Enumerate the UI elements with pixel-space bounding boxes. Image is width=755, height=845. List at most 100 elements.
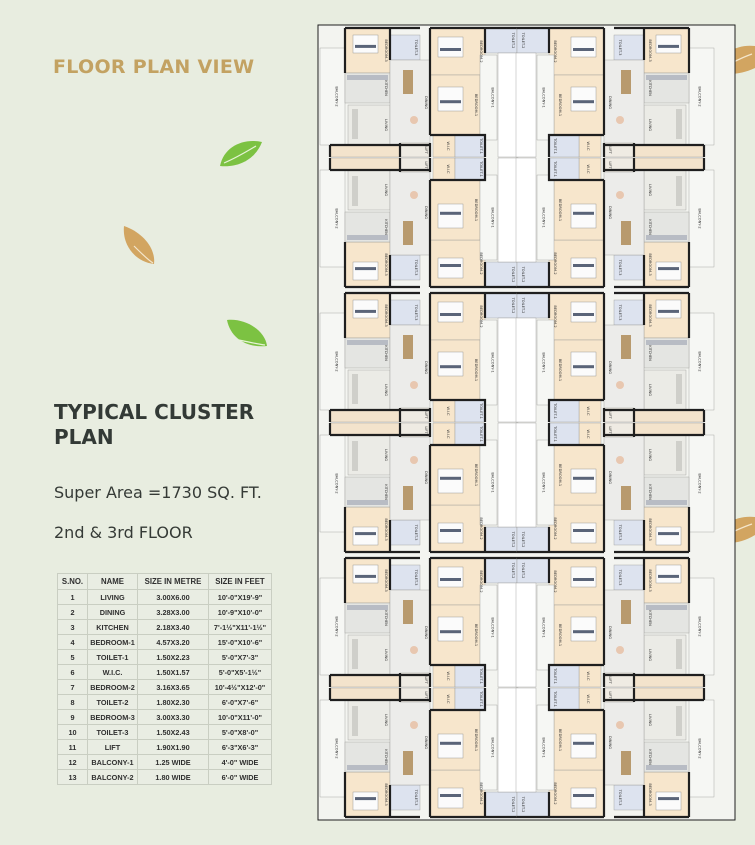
- sofa-icon: [352, 639, 358, 669]
- room-label: TOILET-2: [521, 796, 525, 813]
- bed-blanket: [440, 741, 461, 745]
- wall: [328, 688, 517, 819]
- cell-metre: 1.80 WIDE: [137, 769, 209, 785]
- bed-blanket: [573, 313, 594, 316]
- room-label: DINING: [608, 626, 612, 639]
- room-toilet3: [389, 34, 421, 61]
- bed-icon: [437, 468, 464, 494]
- apartment-unit: BALCONY-2BEDROOM-3TOILET-3KITCHENLIVINGD…: [515, 556, 715, 688]
- room-label: W.I.C: [446, 430, 450, 439]
- building-outline: [317, 24, 736, 821]
- room-label: BEDROOM-3: [648, 518, 652, 540]
- room-label: TOILET-3: [414, 39, 418, 56]
- room-label: BALCONY-2: [698, 208, 702, 228]
- room-label: DINING: [608, 736, 612, 749]
- bed-icon: [655, 261, 682, 281]
- room-label: BALCONY-2: [698, 616, 702, 636]
- room-label: BEDROOM-3: [384, 569, 388, 591]
- room-balcony2: [319, 312, 346, 411]
- bed-blanket: [658, 532, 679, 536]
- room-label: BEDROOM-3: [384, 783, 388, 805]
- bed-icon: [437, 203, 464, 229]
- room-label: KITCHEN: [648, 80, 652, 96]
- room-label: BEDROOM-2: [479, 570, 483, 592]
- room-label: DINING: [424, 471, 428, 484]
- room-label: DINING: [424, 96, 428, 109]
- room-label: BALCONY-2: [698, 86, 702, 106]
- room-label: BEDROOM-2: [553, 570, 557, 592]
- room-label: W.I.C: [586, 407, 590, 416]
- room-balcony2: [319, 577, 346, 676]
- bed-icon: [655, 526, 682, 546]
- room-label: TOILET-3: [618, 569, 622, 586]
- bed-blanket: [440, 476, 461, 480]
- dining-table-icon: [403, 70, 413, 94]
- round-table-icon: [616, 721, 624, 729]
- room-label: TOILET-2: [521, 297, 525, 314]
- round-table-icon: [616, 456, 624, 464]
- room-label: LIFT: [424, 146, 428, 154]
- room-label: BALCONY-2: [335, 738, 339, 758]
- room-label: BALCONY-2: [698, 738, 702, 758]
- room-label: BEDROOM-2: [553, 40, 557, 62]
- room-wic: [432, 399, 456, 423]
- room-label: TOILET-2: [511, 562, 515, 579]
- room-wic: [432, 134, 456, 158]
- room-label: TOILET-2: [521, 531, 525, 548]
- room-label: BALCONY-1: [542, 352, 546, 372]
- room-label: DINING: [424, 626, 428, 639]
- bed-blanket: [658, 797, 679, 801]
- room-balcony1: [536, 584, 555, 671]
- dining-table-icon: [403, 335, 413, 359]
- kitchen-counter: [646, 340, 687, 345]
- room-balcony1: [479, 174, 498, 261]
- room-label: LIVING: [384, 184, 388, 196]
- room-label: BEDROOM-2: [553, 517, 557, 539]
- wall: [517, 556, 706, 687]
- room-label: TOILET-3: [414, 259, 418, 276]
- room-label: BALCONY-1: [491, 617, 495, 637]
- room-label: LIFT: [608, 691, 612, 699]
- bed-blanket: [573, 365, 594, 369]
- room-label: TOILET-2: [511, 531, 515, 548]
- room-toilet2: [484, 27, 518, 54]
- room-label: BEDROOM-1: [474, 624, 478, 646]
- bed-blanket: [440, 100, 461, 104]
- room-label: KITCHEN: [384, 484, 388, 500]
- round-table-icon: [616, 116, 624, 124]
- room-label: BEDROOM-3: [648, 253, 652, 275]
- bed-icon: [570, 733, 597, 759]
- room-label: BEDROOM-1: [558, 624, 562, 646]
- dining-table-icon: [621, 751, 631, 775]
- room-label: W.I.C: [586, 430, 590, 439]
- room-balcony2: [688, 699, 715, 798]
- room-label: TOILET-3: [414, 789, 418, 806]
- bed-blanket: [573, 476, 594, 480]
- round-table-icon: [410, 456, 418, 464]
- wall: [328, 158, 517, 289]
- room-label: TOILET-1: [479, 425, 483, 442]
- kitchen-counter: [646, 605, 687, 610]
- bed-icon: [437, 257, 464, 279]
- bed-blanket: [440, 264, 461, 267]
- circulation-area: [515, 422, 537, 528]
- room-label: BEDROOM-2: [479, 305, 483, 327]
- room-label: BALCONY-1: [491, 352, 495, 372]
- circulation-area: [497, 52, 519, 158]
- kitchen-counter: [347, 75, 388, 80]
- bed-icon: [437, 522, 464, 544]
- room-toilet3: [613, 34, 645, 61]
- room-label: DINING: [424, 361, 428, 374]
- bed-icon: [352, 299, 379, 319]
- room-label: LIFT: [608, 676, 612, 684]
- room-label: BALCONY-2: [698, 473, 702, 493]
- sofa-icon: [676, 374, 682, 404]
- room-label: KITCHEN: [384, 749, 388, 765]
- room-balcony2: [688, 577, 715, 676]
- kitchen-counter: [347, 235, 388, 240]
- room-label: W.I.C: [586, 672, 590, 681]
- room-label: LIFT: [424, 691, 428, 699]
